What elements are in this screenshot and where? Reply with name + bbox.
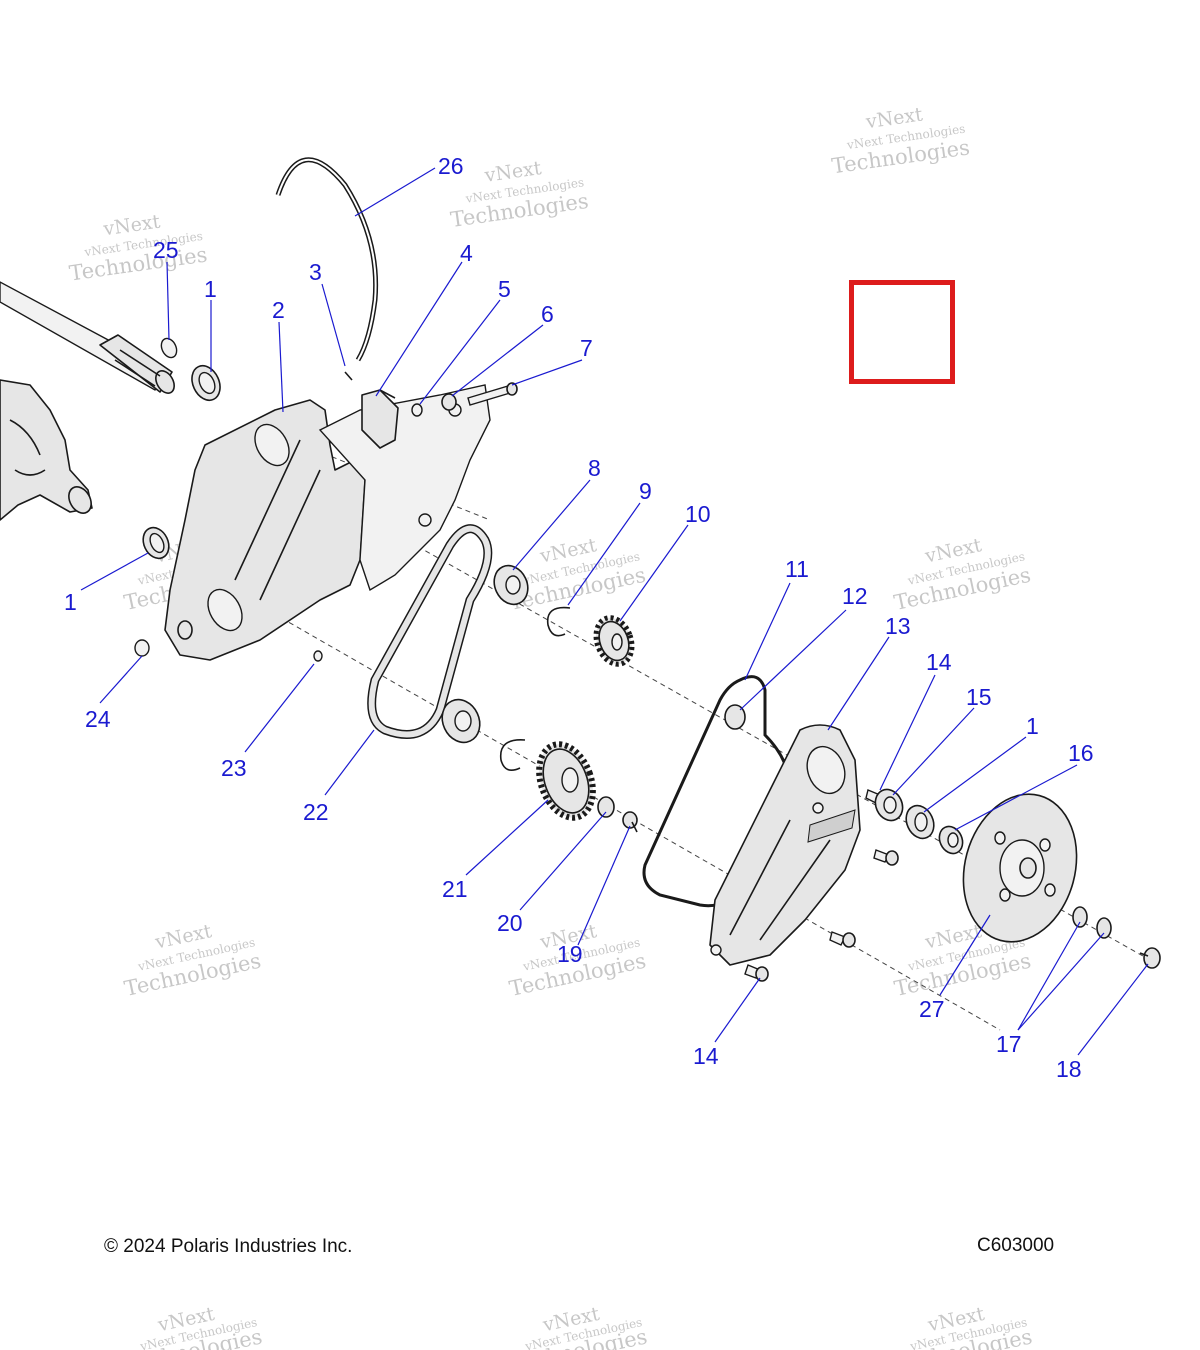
part-1-seal-right [905,804,935,840]
axle-shaft [0,281,175,394]
callout-14-top: 14 [926,649,952,675]
part-12-oring [724,704,746,730]
callout-19: 19 [557,941,583,967]
part-4-tensioner [361,389,399,449]
callout-14-bottom: 14 [693,1043,719,1069]
watermark: vNext vNext Technologies Technologies [123,1303,264,1350]
watermark: vNext vNext Technologies Technologies [893,1303,1034,1350]
callout-18: 18 [1056,1056,1082,1082]
watermark: vNext vNext Technologies Technologies [830,103,971,178]
part-14-bolt-mid [873,849,899,866]
callout-1-left: 1 [64,589,77,615]
callout-3: 3 [309,259,322,285]
part-15-bearing [874,788,904,822]
part-25-snap-ring [160,337,178,359]
callout-23: 23 [221,755,247,781]
part-7-bolt [467,382,518,406]
watermark: vNext vNext Technologies Technologies [892,534,1033,615]
callout-11: 11 [785,556,809,582]
part-19-bolt [622,811,638,833]
part-16-spacer [938,825,964,855]
part-20-washer [597,796,615,818]
callout-16: 16 [1068,740,1094,766]
part-24-nut [134,639,150,657]
watermark: vNext vNext Technologies Technologies [449,157,590,232]
watermarks-mid: vNext vNext Technologies Technologies vN… [122,534,1034,1350]
callout-21: 21 [442,876,468,902]
callout-15: 15 [966,684,992,710]
part-2-gearcase-housing [164,384,491,661]
callout-25: 25 [153,237,179,263]
part-17-washer-b [1096,917,1112,939]
part-17-washer-a [1072,906,1088,928]
figure-code: C603000 [977,1235,1055,1256]
leader-lines [80,167,1149,1056]
part-22-drive-belt [367,524,493,739]
callout-20: 20 [497,910,523,936]
callout-24: 24 [85,706,111,732]
part-3-clip [344,371,353,381]
callout-10: 10 [685,501,711,527]
part-10-gear [593,615,635,667]
callout-8: 8 [588,455,601,481]
part-14-bolt-bottom [744,964,769,982]
callout-1-top: 1 [204,276,217,302]
part-23-dowel [313,650,323,662]
watermark: vNext vNext Technologies Technologies [508,1303,649,1350]
watermark: vNext vNext Technologies Technologies [68,211,209,286]
callout-4: 4 [460,240,473,266]
copyright-text: © 2024 Polaris Industries Inc. [104,1236,353,1257]
callout-17: 17 [996,1031,1022,1057]
callout-5: 5 [498,276,511,302]
part-13-gearcase-cover [709,724,861,966]
differential-housing [0,379,93,521]
callout-1-right: 1 [1026,713,1039,739]
retaining-ring-lower [499,739,526,771]
watermark: vNext vNext Technologies Technologies [122,920,263,1001]
callout-13: 13 [885,613,911,639]
highlight-box [849,280,955,384]
watermarks: vNext vNext Technologies Technologies vN… [68,103,971,286]
callouts: 26 25 1 2 3 4 5 6 7 8 9 10 1 24 23 22 11… [64,153,1094,1082]
callout-7: 7 [580,335,593,361]
callout-22: 22 [303,799,329,825]
callout-27: 27 [919,996,945,1022]
part-14-bolt-lower [829,931,856,948]
part-9-retaining-ring [546,606,571,637]
callout-12: 12 [842,583,868,609]
callout-9: 9 [639,478,652,504]
part-6-bushing [441,393,457,411]
callout-26: 26 [438,153,464,179]
part-5-washer [411,403,423,417]
part-1-seal-lower [142,526,170,560]
part-26-vent-hose [275,157,379,362]
part-21-gear [536,741,596,821]
part-18-bolt [1139,947,1161,969]
bearing-lower [441,698,481,744]
callout-2: 2 [272,297,285,323]
part-1-seal-upper [191,364,221,402]
part-27-brake-disc [962,793,1078,943]
part-8-bearing [493,564,529,606]
callout-6: 6 [541,301,554,327]
